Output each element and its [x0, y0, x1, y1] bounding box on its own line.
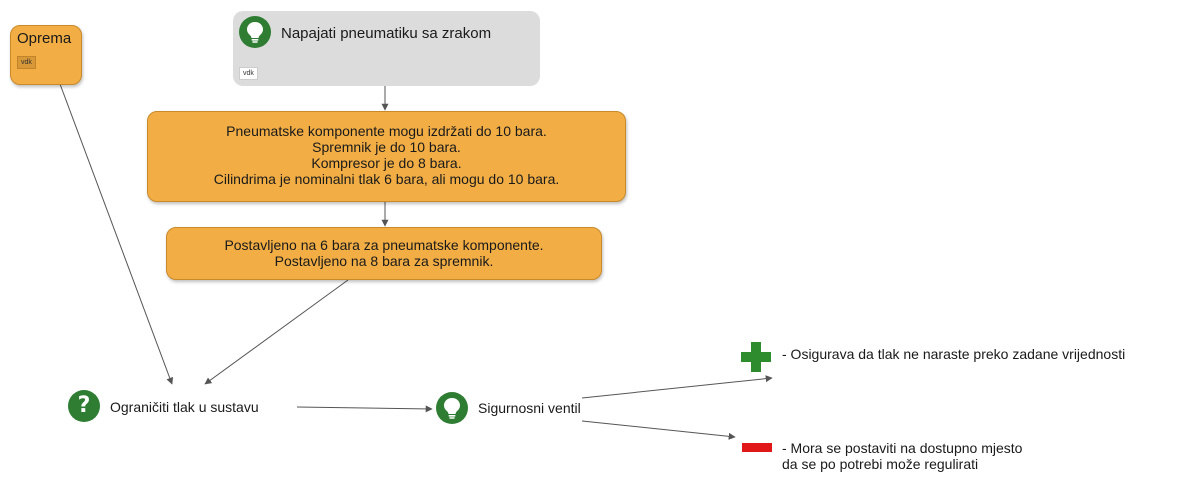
info-box-settings[interactable]: Postavljeno na 6 bara za pneumatske komp…: [166, 227, 602, 280]
info-line: Spremnik je do 10 bara.: [312, 139, 461, 155]
info-line: Pneumatske komponente mogu izdržati do 1…: [226, 123, 547, 139]
equipment-node[interactable]: Oprema vdk: [10, 25, 82, 85]
connector-question-to-solution: [296, 405, 433, 413]
equipment-title: Oprema: [17, 30, 72, 47]
settings-line: Postavljeno na 6 bara za pneumatske komp…: [224, 237, 544, 253]
connector-oprema-to-question: [59, 83, 174, 385]
equipment-tag[interactable]: vdk: [17, 56, 36, 69]
question-label[interactable]: Ograničiti tlak u sustavu: [110, 399, 259, 415]
question-icon: ?: [68, 390, 100, 422]
idea-node[interactable]: Napajati pneumatiku sa zrakom vdk: [233, 11, 540, 86]
info-line: Kompresor je do 8 bara.: [311, 155, 462, 171]
connector-solution-to-con: [581, 420, 736, 440]
con-line: da se po potrebi može regulirati: [782, 456, 979, 472]
settings-line: Postavljeno na 8 bara za spremnik.: [274, 253, 494, 269]
pro-label[interactable]: - Osigurava da tlak ne naraste preko zad…: [782, 346, 1126, 362]
info-box-components[interactable]: Pneumatske komponente mogu izdržati do 1…: [147, 111, 626, 202]
connector-box2-to-question: [204, 279, 349, 385]
minus-icon: [742, 443, 772, 452]
plus-icon: [741, 342, 771, 372]
con-line: - Mora se postaviti na dostupno mjesto: [782, 440, 1023, 456]
con-label[interactable]: - Mora se postaviti na dostupno mjesto d…: [782, 440, 1022, 472]
idea-tag[interactable]: vdk: [239, 67, 258, 80]
lightbulb-icon: [436, 392, 468, 424]
info-line: Cilindrima je nominalni tlak 6 bara, ali…: [213, 171, 560, 187]
idea-text: Napajati pneumatiku sa zrakom: [281, 25, 492, 42]
solution-label[interactable]: Sigurnosni ventil: [478, 400, 581, 416]
connector-solution-to-pro: [581, 375, 773, 399]
lightbulb-icon: [239, 16, 271, 48]
